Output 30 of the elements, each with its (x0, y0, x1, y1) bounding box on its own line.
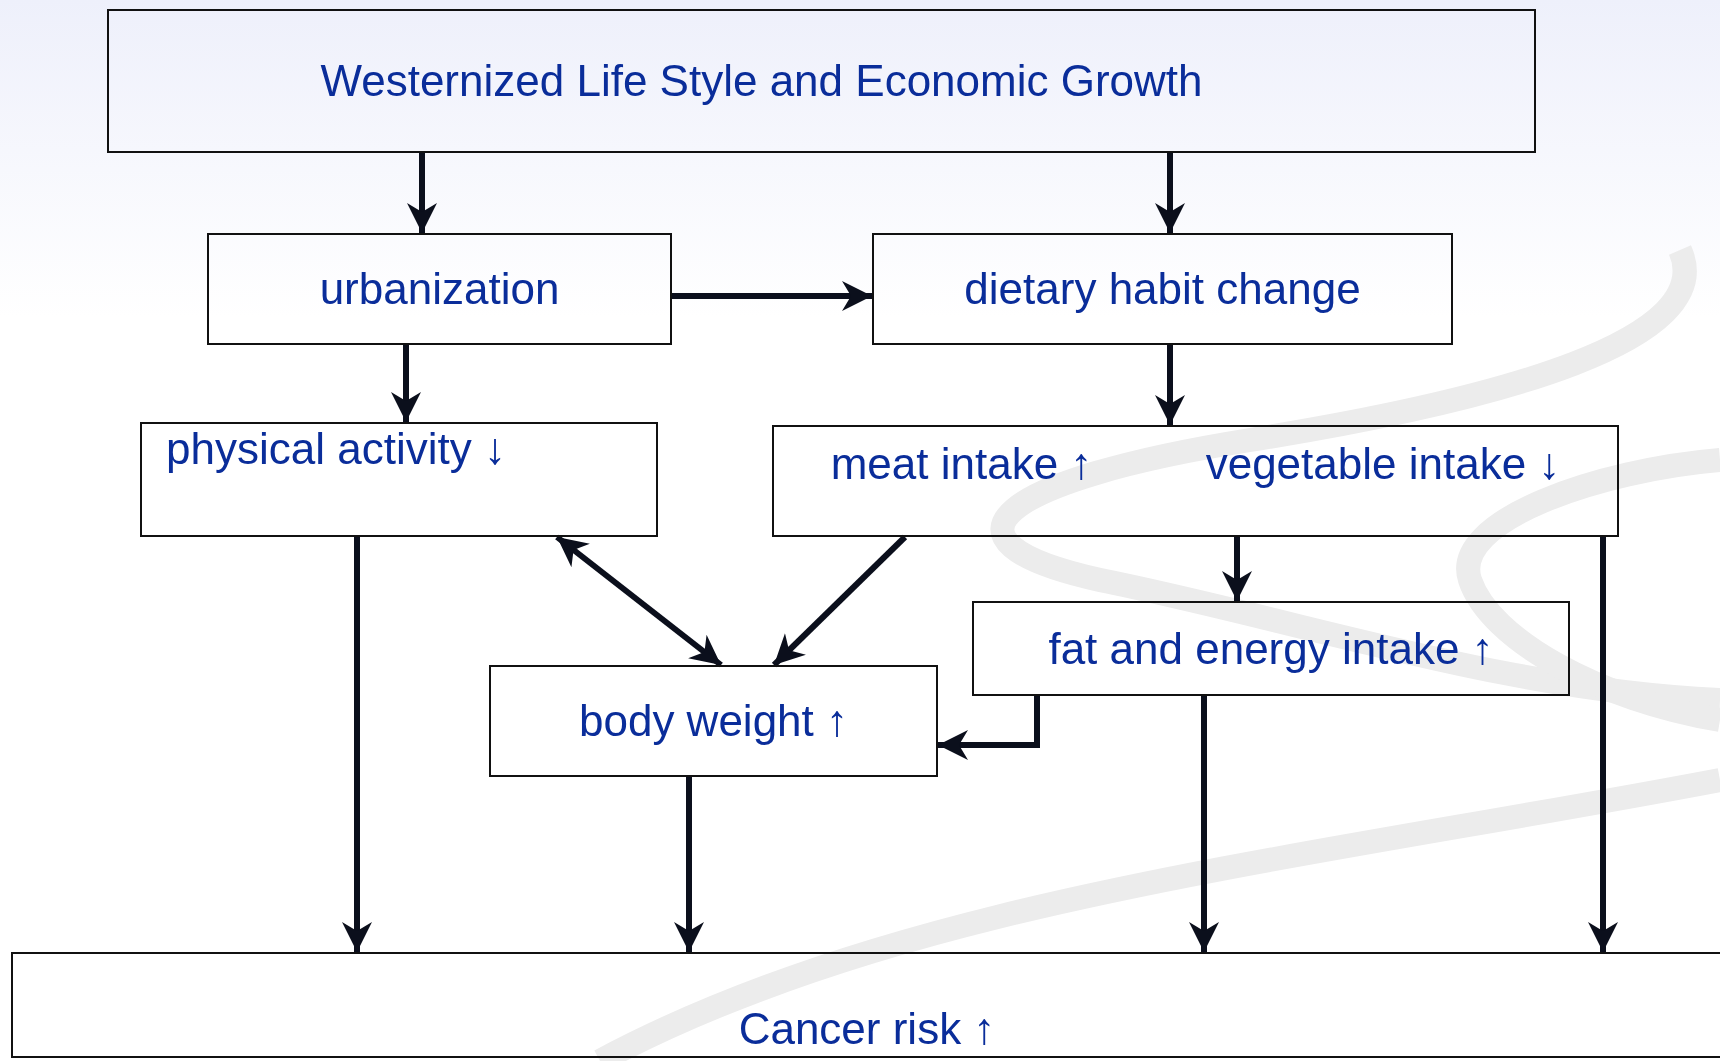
arrow (407, 153, 437, 233)
arrow (672, 281, 872, 311)
box-label: meat intake ↑ (830, 439, 1093, 489)
box-label: fat and energy intake ↑ (1048, 623, 1494, 674)
process-box (872, 233, 1453, 345)
box-label: Cancer risk ↑ (738, 1004, 996, 1054)
box-label: vegetable intake ↓ (1205, 439, 1561, 489)
process-box (972, 601, 1570, 696)
arrow (1588, 537, 1618, 952)
arrow (938, 696, 1040, 760)
box-label: body weight ↑ (578, 696, 849, 746)
process-box (489, 665, 938, 777)
arrow (391, 345, 421, 422)
process-box (772, 425, 1619, 537)
arrow (1155, 345, 1185, 425)
arrow (1189, 696, 1219, 952)
process-box (140, 422, 658, 537)
box-label: dietary habit change (964, 264, 1361, 314)
box-label: physical activity ↓ (166, 424, 506, 474)
box-label: Westernized Life Style and Economic Growth (320, 56, 1203, 106)
process-box (107, 9, 1536, 153)
arrow (342, 537, 372, 952)
arrow (1222, 537, 1252, 601)
arrow (1155, 153, 1185, 233)
arrow (674, 777, 704, 952)
box-label: urbanization (319, 264, 560, 314)
arrow (555, 534, 723, 668)
arrow (771, 534, 908, 668)
process-box (207, 233, 672, 345)
process-box (11, 952, 1720, 1058)
